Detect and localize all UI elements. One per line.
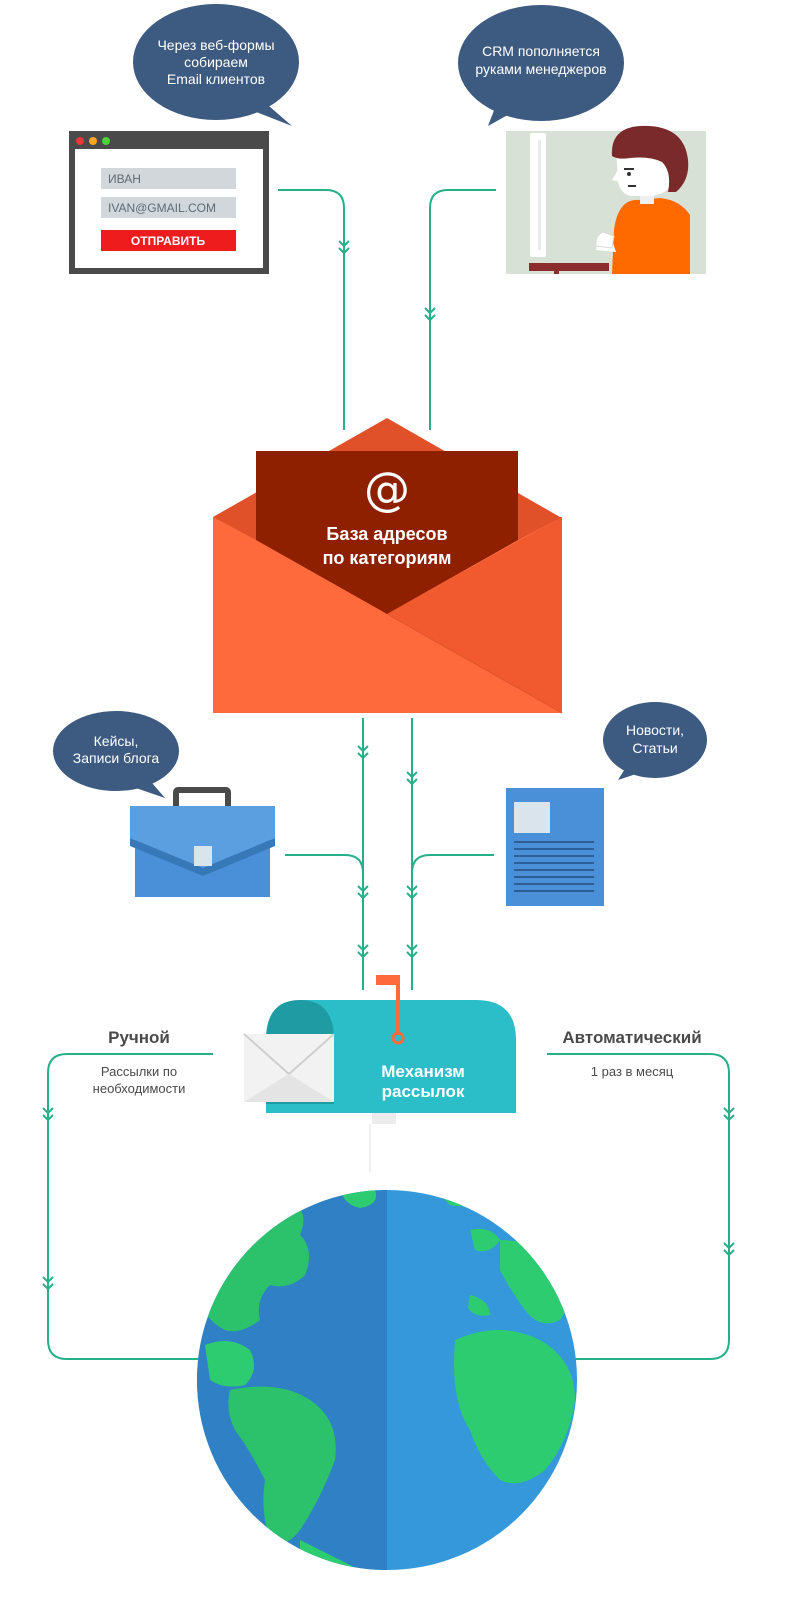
- bubble-webforms: Через веб-формы собираем Email клиентов: [133, 4, 299, 126]
- auto-label-group: Автоматический 1 раз в месяц: [562, 1028, 701, 1079]
- globe-icon: [197, 1190, 577, 1570]
- bubble-news: Новости, Статьи: [603, 702, 707, 780]
- line-crm-to-envelope: [429, 189, 496, 430]
- bubble-crm-line-2: руками менеджеров: [475, 61, 606, 77]
- bubble-cases-line-1: Кейсы,: [94, 733, 139, 749]
- bubble-webforms-line-3: Email клиентов: [167, 71, 265, 87]
- chevron-down-icon: [42, 1107, 54, 1122]
- chevron-down-icon: [357, 944, 369, 959]
- connector-lines: [47, 189, 730, 1360]
- envelope-icon: @ База адресов по категориям: [213, 418, 563, 714]
- email-field[interactable]: [101, 197, 236, 218]
- bubble-cases: Кейсы, Записи блога: [53, 711, 179, 798]
- line-briefcase-to-mailbox: [285, 854, 364, 874]
- chevron-down-icon: [357, 885, 369, 900]
- bubble-crm-line-1: CRM пополняется: [482, 43, 600, 59]
- at-symbol: @: [364, 462, 410, 516]
- line-webform-to-envelope: [278, 189, 345, 430]
- bubble-crm: CRM пополняется руками менеджеров: [458, 5, 624, 126]
- envelope-title-line-2: по категориям: [323, 548, 452, 568]
- mailbox-title-line-1: Механизм: [381, 1062, 465, 1081]
- manual-sub-line-1: Рассылки по: [101, 1064, 177, 1079]
- chevron-down-icon: [42, 1276, 54, 1291]
- bubble-news-line-2: Статьи: [632, 740, 677, 756]
- auto-sub: 1 раз в месяц: [591, 1064, 674, 1079]
- chevron-down-icon: [357, 745, 369, 760]
- person-at-computer-icon: [506, 125, 706, 274]
- chevron-down-icon: [338, 240, 350, 255]
- name-field-value: ИВАН: [108, 172, 141, 186]
- briefcase-icon: [130, 787, 275, 897]
- manual-label-group: Ручной Рассылки по необходимости: [93, 1028, 186, 1096]
- auto-title: Автоматический: [562, 1028, 701, 1047]
- arrow-chevrons: [42, 240, 735, 1291]
- line-document-to-mailbox: [411, 854, 494, 874]
- manual-title: Ручной: [108, 1028, 170, 1047]
- document-icon: [506, 788, 604, 906]
- envelope-title-line-1: База адресов: [326, 524, 447, 544]
- mailbox-title-line-2: рассылок: [382, 1082, 465, 1101]
- submit-button-label: ОТПРАВИТЬ: [131, 234, 206, 248]
- mailbox-icon: Механизм рассылок: [243, 975, 516, 1124]
- line-manual-to-globe: [47, 1053, 213, 1360]
- line-auto-to-globe: [547, 1053, 730, 1360]
- bubble-webforms-line-1: Через веб-формы: [157, 37, 274, 53]
- bubble-news-line-1: Новости,: [626, 722, 684, 738]
- manual-sub-line-2: необходимости: [93, 1081, 186, 1096]
- bubble-cases-line-2: Записи блога: [73, 750, 160, 766]
- chevron-down-icon: [406, 771, 418, 786]
- browser-window-icon: ИВАН IVAN@GMAIL.COM ОТПРАВИТЬ: [69, 131, 269, 274]
- chevron-down-icon: [406, 885, 418, 900]
- chevron-down-icon: [723, 1107, 735, 1122]
- chevron-down-icon: [406, 944, 418, 959]
- bubble-webforms-line-2: собираем: [184, 54, 248, 70]
- chevron-down-icon: [723, 1242, 735, 1257]
- chevron-down-icon: [424, 307, 436, 322]
- name-field[interactable]: [101, 168, 236, 189]
- submit-button[interactable]: [101, 230, 236, 251]
- email-field-value: IVAN@GMAIL.COM: [108, 201, 216, 215]
